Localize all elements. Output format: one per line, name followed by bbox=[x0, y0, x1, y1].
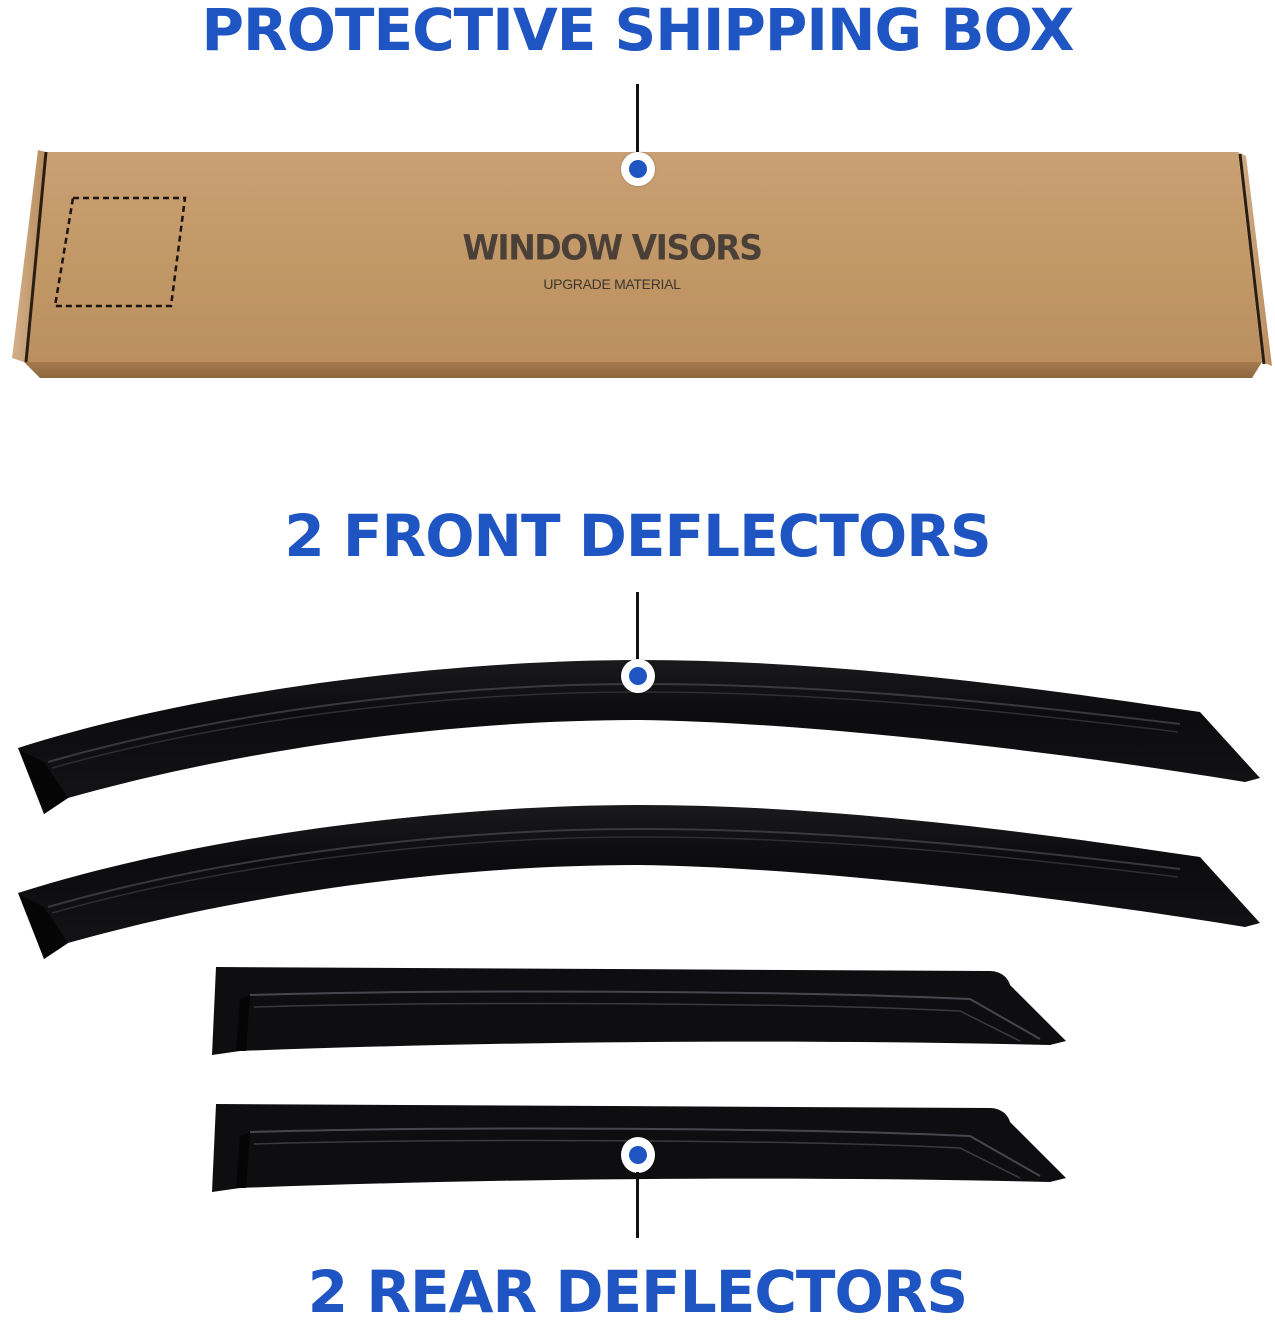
rear-deflectors-heading: 2 REAR DEFLECTORS bbox=[307, 1258, 968, 1326]
rear-deflector-1 bbox=[212, 967, 1066, 1055]
kraft-box-illustration bbox=[12, 150, 1272, 378]
shipping-box-leader-line bbox=[636, 84, 639, 156]
front-deflectors-leader-line bbox=[636, 592, 639, 662]
front-deflector-2 bbox=[18, 805, 1260, 959]
blue-dot-icon bbox=[629, 1146, 647, 1164]
front-deflectors-callout-marker bbox=[621, 659, 655, 693]
box-print-title: WINDOW VISORS bbox=[462, 227, 763, 268]
rear-deflectors-callout-marker bbox=[621, 1137, 655, 1173]
front-deflectors-heading: 2 FRONT DEFLECTORS bbox=[284, 502, 991, 570]
shipping-box-heading: PROTECTIVE SHIPPING BOX bbox=[201, 0, 1074, 64]
box-print-subtitle: UPGRADE MATERIAL bbox=[543, 276, 681, 292]
blue-dot-icon bbox=[629, 667, 647, 685]
rear-deflectors-leader-line bbox=[636, 1172, 639, 1238]
blue-dot-icon bbox=[629, 160, 647, 178]
shipping-box-image bbox=[0, 140, 1275, 390]
shipping-box-callout-marker bbox=[621, 152, 655, 186]
